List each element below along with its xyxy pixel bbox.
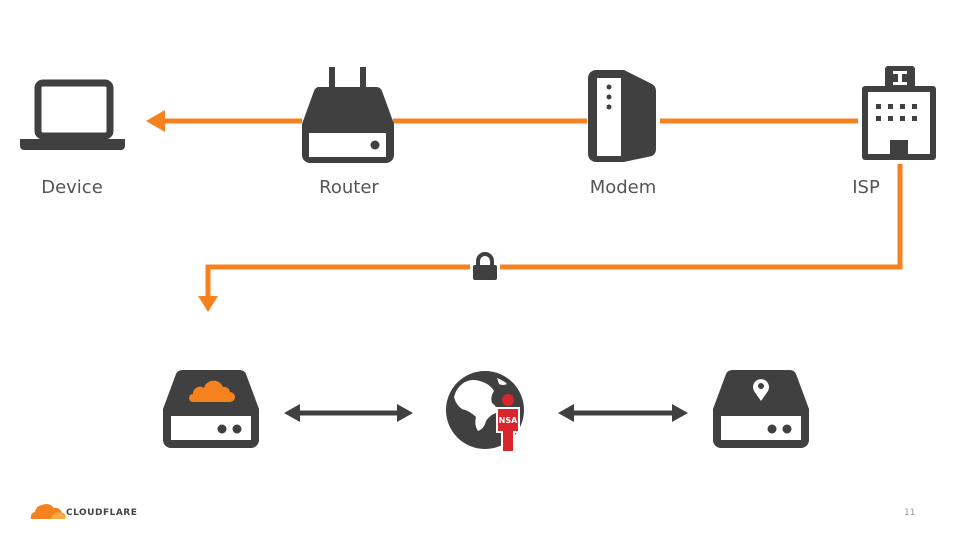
cloud-server-icon [163, 370, 259, 448]
brand-name: CloudFlare [66, 508, 138, 518]
cloudflare-logo-icon [30, 504, 66, 519]
page-number: 11 [904, 508, 916, 518]
double-arrow-cloudflare-internet [284, 404, 413, 422]
connector-isp-to-cloudflare [198, 164, 903, 312]
modem-icon [588, 70, 657, 162]
laptop-icon [20, 79, 125, 150]
arrowhead-down-icon [198, 296, 218, 312]
location-server-icon [713, 370, 809, 448]
cloudflare-cloud-icon [189, 380, 235, 402]
nsa-agent-icon [496, 394, 520, 453]
router-label: Router [319, 177, 379, 198]
modem-label: Modem [589, 177, 657, 198]
nsa-badge: NSA [499, 416, 518, 425]
device-label: Device [41, 177, 103, 198]
building-icon [862, 66, 936, 160]
isp-label: ISP [852, 177, 880, 198]
connector-router-to-device [146, 110, 302, 132]
double-arrow-internet-origin [558, 404, 688, 422]
location-pin-icon [753, 379, 770, 401]
router-icon [302, 67, 394, 163]
arrowhead-left-icon [146, 110, 165, 132]
lock-icon [470, 252, 500, 281]
